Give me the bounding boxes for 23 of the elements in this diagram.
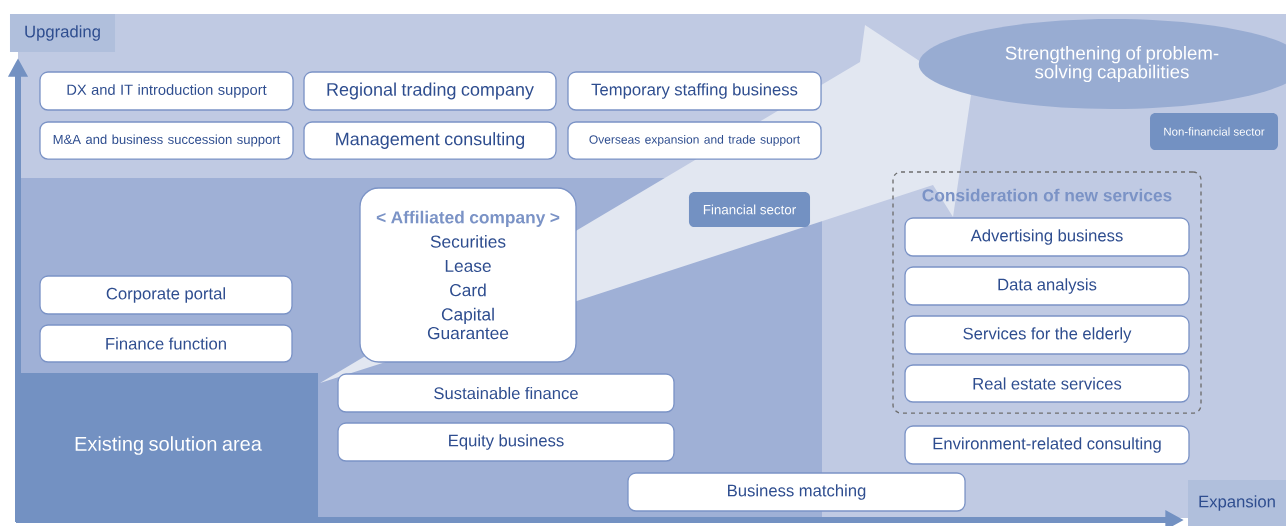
axis-label: Upgrading bbox=[10, 14, 116, 52]
service-box: Temporary staffing business bbox=[567, 71, 822, 111]
service-box: Overseas expansion and trade support bbox=[567, 121, 822, 160]
service-box: Sustainable finance bbox=[337, 373, 675, 413]
service-box: Real estate services bbox=[904, 364, 1190, 403]
service-box: Regional trading company bbox=[303, 71, 557, 111]
service-box: Equity business bbox=[337, 422, 675, 462]
service-box: Business matching bbox=[627, 472, 966, 512]
sector-tag: Non-financial sector bbox=[1150, 112, 1278, 151]
service-box: DX and IT introduction support bbox=[39, 71, 294, 111]
service-box: Corporate portal bbox=[39, 275, 293, 315]
service-box: Data analysis bbox=[904, 266, 1190, 306]
existing-area: Existing solution area bbox=[18, 372, 318, 519]
service-box: < Affiliated company > Securities Lease Card Capital Guarantee bbox=[359, 187, 577, 363]
sector-tag: Financial sector bbox=[688, 192, 811, 227]
service-box: Advertising business bbox=[904, 217, 1190, 257]
service-box: M&A and business succession support bbox=[39, 121, 294, 160]
service-box: Services for the elderly bbox=[904, 315, 1190, 355]
service-box: Finance function bbox=[39, 324, 293, 363]
service-box: Management consulting bbox=[303, 121, 557, 160]
service-box: Environment-related consulting bbox=[904, 425, 1190, 465]
node-label: Existing solution area bbox=[75, 436, 262, 455]
axis-label: Expansion bbox=[1188, 480, 1286, 526]
